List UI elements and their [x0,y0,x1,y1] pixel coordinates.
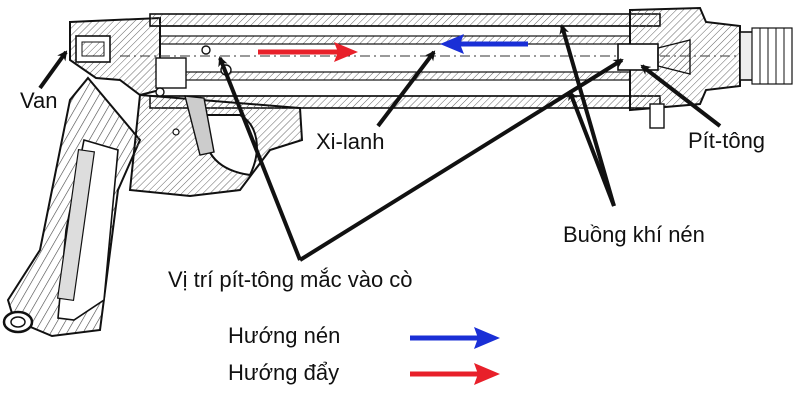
legend-compress-label: Hướng nén [228,323,341,348]
legend-compress-arrow [410,327,500,349]
label-air-chamber: Buồng khí nén [563,222,705,247]
trigger-mechanism [128,45,304,198]
legend-push-label: Hướng đẩy [228,360,340,385]
legend-push-arrow [410,363,500,385]
label-piston: Pít-tông [688,128,766,153]
label-valve: Van [20,88,58,113]
muzzle [617,6,793,129]
push-direction-arrow [258,42,358,62]
callout-lines [38,24,722,262]
label-piston-trigger-position: Vị trí pít-tông mắc vào cò [168,267,413,292]
compress-direction-arrow [440,34,528,54]
grip-handle [2,76,142,338]
rear-block [69,16,161,97]
label-cylinder: Xi-lanh [316,129,385,154]
